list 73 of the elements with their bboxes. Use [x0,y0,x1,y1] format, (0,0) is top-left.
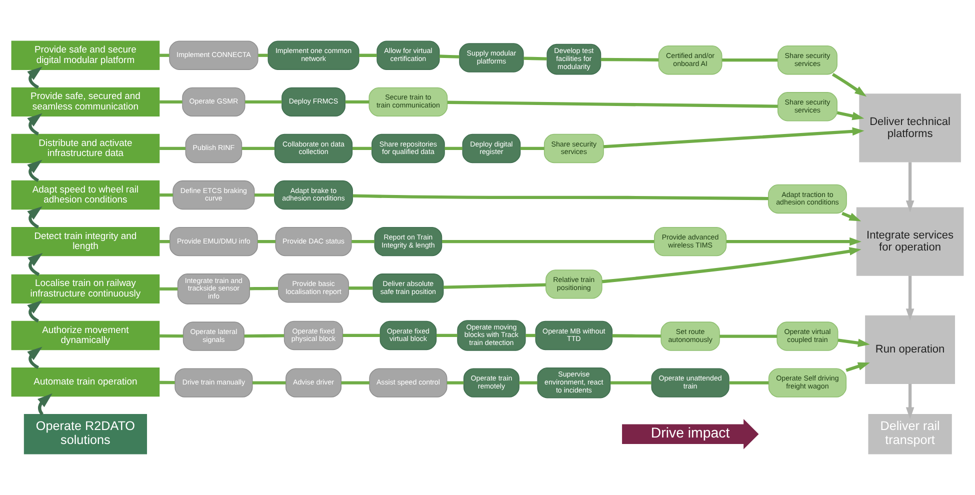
arrow [603,127,864,148]
node-box: Run operation [865,315,956,384]
connector [526,334,536,338]
connector [345,100,370,104]
connector [720,334,778,338]
arrow [602,247,862,284]
connector [348,286,373,290]
connector [520,146,544,150]
node-box: Operate R2DATO solutions [24,414,148,454]
arrow [906,384,914,420]
connector [446,381,464,384]
node-box: Provide safe and secure digital modular platform [11,40,160,70]
node-box: Automate train operation [11,367,160,397]
arrow [832,72,867,97]
connector [258,54,268,57]
connector [442,240,654,244]
connector [160,380,175,384]
arrow [27,300,42,322]
connector [160,287,178,290]
connector [160,54,170,57]
connector [160,334,184,338]
arrow [838,338,870,348]
connector [341,381,370,384]
connector [439,54,460,58]
arrow [726,237,862,246]
connector [252,381,286,384]
node-box: Adapt speed to wheel rail adhesion conditions [11,180,160,210]
connector [160,240,170,244]
arrow [27,160,42,182]
node-box: Integrate services for operation [856,207,964,276]
connector [443,283,546,289]
connector [160,100,182,104]
connector [447,100,778,108]
arrow [27,346,42,370]
connector [729,381,769,384]
connector [258,240,276,244]
connector [244,334,284,338]
connector [160,146,186,150]
node-box: Localise train on railway infrastructure continuously [11,274,160,304]
connector [250,286,278,290]
arrow [27,206,42,229]
arrow [842,212,862,222]
connector [610,381,652,384]
connector [444,146,463,150]
connector [352,146,372,150]
arrow [38,393,52,416]
connector [612,334,661,338]
node-box: Deliver technical platforms [859,94,961,162]
connector [352,194,768,200]
connector [519,381,538,384]
arrow [27,66,42,89]
node-box: Detect train integrity and length [11,226,160,256]
connector [722,58,778,62]
connector [160,193,174,197]
connector [600,58,659,62]
node-box: Provide safe, secured and seamless communication [11,87,160,117]
connector [242,146,274,150]
arrow [906,276,914,320]
connector [436,334,458,338]
connector [358,54,377,57]
arrow [846,362,870,372]
arrow [28,252,43,276]
connector [352,240,375,244]
connector [523,56,547,60]
connector [254,193,274,197]
arrow [906,162,914,212]
connector [245,100,282,104]
arrow [836,111,864,120]
node-box: Authorize movement dynamically [11,320,160,350]
node-box: Distribute and activate infrastructure data [11,134,160,164]
node-box: Deliver rail transport [868,414,952,454]
connector [342,334,380,338]
arrow [27,113,42,136]
